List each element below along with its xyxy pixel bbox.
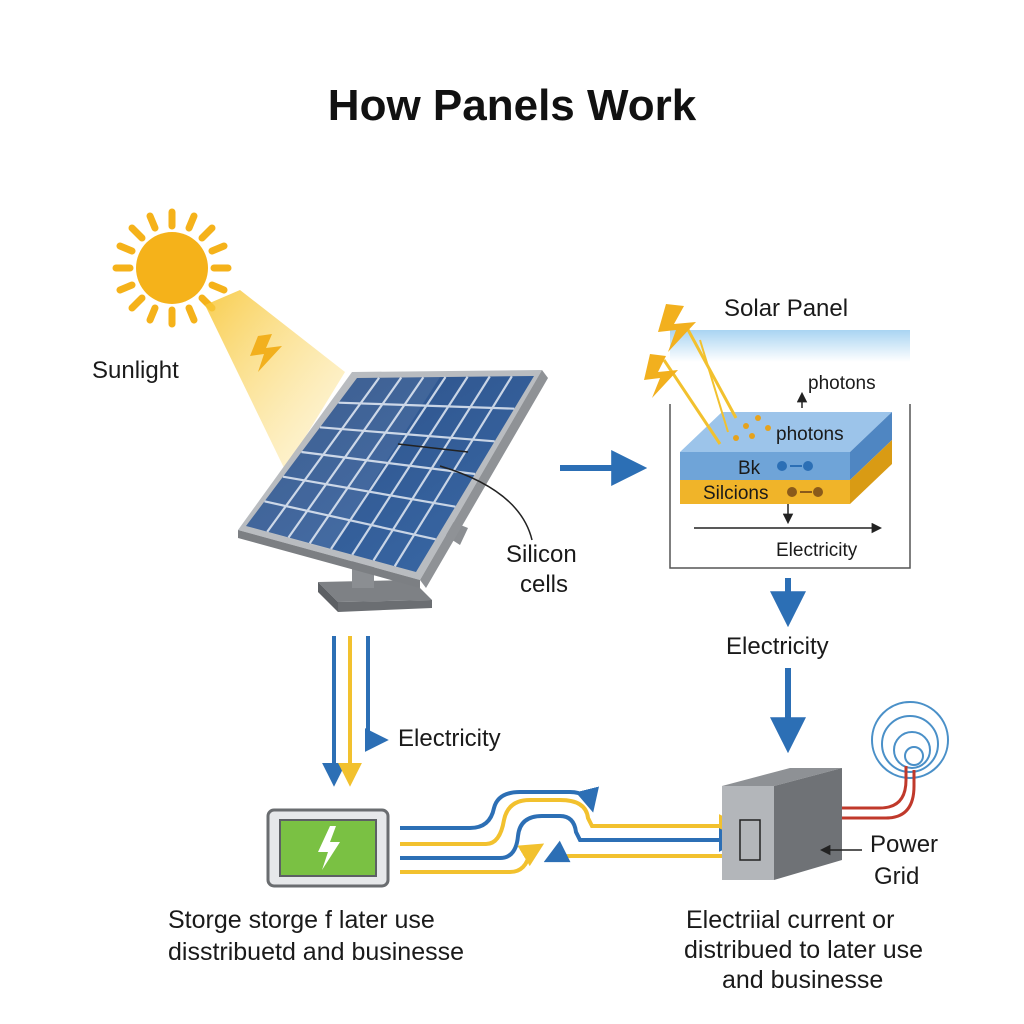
solar-panel-label: Solar Panel [724,295,848,322]
grid-desc-label-1: Electriial current or [686,906,894,934]
sun-icon [112,208,232,328]
electricity-left-label: Electricity [398,725,501,752]
lightning-icon [658,304,696,352]
page-title: How Panels Work [328,81,697,130]
lightning-icon [250,334,282,372]
power-grid-icon [842,701,949,820]
distribution-wires [400,786,743,874]
lightning-icon [644,354,678,398]
grid-desc-label-2: distribued to later use [684,936,923,964]
panel-output-wires [322,636,389,787]
silicon-pointer-line [397,443,469,453]
photons-label-inner: photons [776,424,844,445]
sunlight-label: Sunlight [92,357,179,384]
solar-panel-inset [644,304,911,569]
electron-row-bottom [787,487,823,497]
sunlight-beam [205,290,345,470]
solar-panel [238,370,548,588]
silicon-cells-label-2: cells [520,571,568,598]
power-grid-label-2: Grid [874,863,919,890]
silicon-pointer-curve [439,465,533,541]
layer-top-label: Bk [738,458,761,479]
layer-bottom-label: Silcions [703,483,768,504]
electricity-right-label: Electricity [726,633,829,660]
silicon-cells-label-1: Silicon [506,541,577,568]
storage-label-1: Storge storge f later use [168,906,435,934]
electricity-inset-label: Electricity [776,540,858,561]
photons-label-top: photons [808,373,876,394]
power-grid-label-1: Power [870,831,938,858]
battery-icon [266,808,390,888]
power-grid-box [722,768,842,880]
grid-desc-label-3: and businesse [722,966,883,994]
storage-label-2: disstribuetd and businesse [168,938,464,966]
electron-row-top [777,461,813,471]
